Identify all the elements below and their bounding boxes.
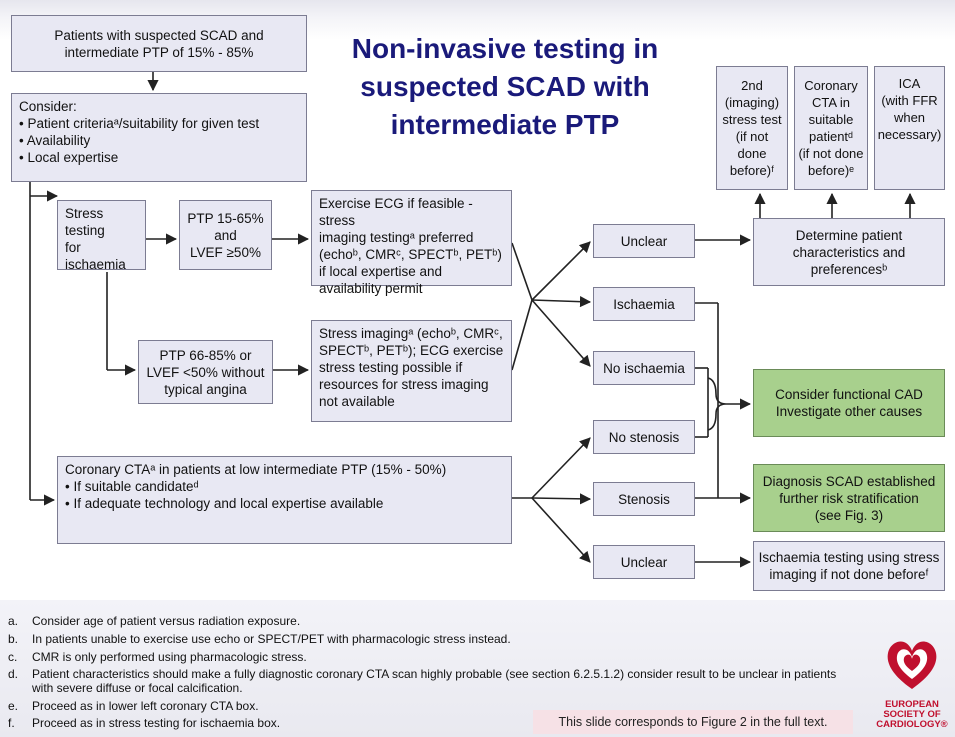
esc-logo: EUROPEAN SOCIETY OF CARDIOLOGY® xyxy=(872,635,952,735)
box-patients: Patients with suspected SCAD and interme… xyxy=(11,15,307,72)
box-coronary-cta: Coronary CTAᵃ in patients at low interme… xyxy=(57,456,512,544)
footnote-d: d. Patient characteristics should make a… xyxy=(8,667,837,695)
box-ischaemia-testing: Ischaemia testing using stress imaging i… xyxy=(753,541,945,591)
footnote-b: b. In patients unable to exercise use ec… xyxy=(8,632,511,646)
box-functional-cad: Consider functional CAD Investigate othe… xyxy=(753,369,945,437)
connector-lines xyxy=(29,72,916,568)
box-outcome-unclear-1: Unclear xyxy=(593,224,695,258)
box-outcome-no-ischaemia: No ischaemia xyxy=(593,351,695,385)
footnote-a: a. Consider age of patient versus radiat… xyxy=(8,614,301,628)
box-coronary-cta-suitable: Coronary CTA in suitable patientᵈ (if no… xyxy=(794,66,868,190)
box-ptp-high: PTP 66-85% or LVEF <50% without typical … xyxy=(138,340,273,404)
box-consider: Consider: • Patient criteriaᵃ/suitabilit… xyxy=(11,93,307,182)
box-stress-testing: Stress testing for ischaemia xyxy=(57,200,146,272)
box-ica: ICA (with FFR when necessary) xyxy=(874,66,945,190)
box-stress-imaging: Stress imagingᵃ (echoᵇ, CMRᶜ, SPECTᵇ, PE… xyxy=(311,320,512,422)
heart-logo-icon xyxy=(887,641,937,689)
box-outcome-stenosis: Stenosis xyxy=(593,482,695,516)
box-exercise-ecg: Exercise ECG if feasible - stress imagin… xyxy=(311,190,512,296)
flowchart: Non-invasive testing in suspected SCAD w… xyxy=(11,15,945,591)
footnote-e: e. Proceed as in lower left coronary CTA… xyxy=(8,699,259,713)
box-outcome-ischaemia: Ischaemia xyxy=(593,287,695,321)
box-outcome-unclear-2: Unclear xyxy=(593,545,695,579)
slide-correspondence-note: This slide corresponds to Figure 2 in th… xyxy=(533,710,853,734)
box-diagnosis-scad: Diagnosis SCAD established further risk … xyxy=(753,464,945,532)
footnote-c: c. CMR is only performed using pharmacol… xyxy=(8,650,307,664)
box-outcome-no-stenosis: No stenosis xyxy=(593,420,695,454)
footnote-f: f. Proceed as in stress testing for isch… xyxy=(8,716,281,730)
box-ptp-low: PTP 15-65% and LVEF ≥50% xyxy=(179,200,272,270)
slide-title: Non-invasive testing in suspected SCAD w… xyxy=(351,33,659,140)
box-second-stress-test: 2nd (imaging) stress test (if not done b… xyxy=(716,66,788,190)
box-determine-patient: Determine patient characteristics and pr… xyxy=(753,218,945,286)
